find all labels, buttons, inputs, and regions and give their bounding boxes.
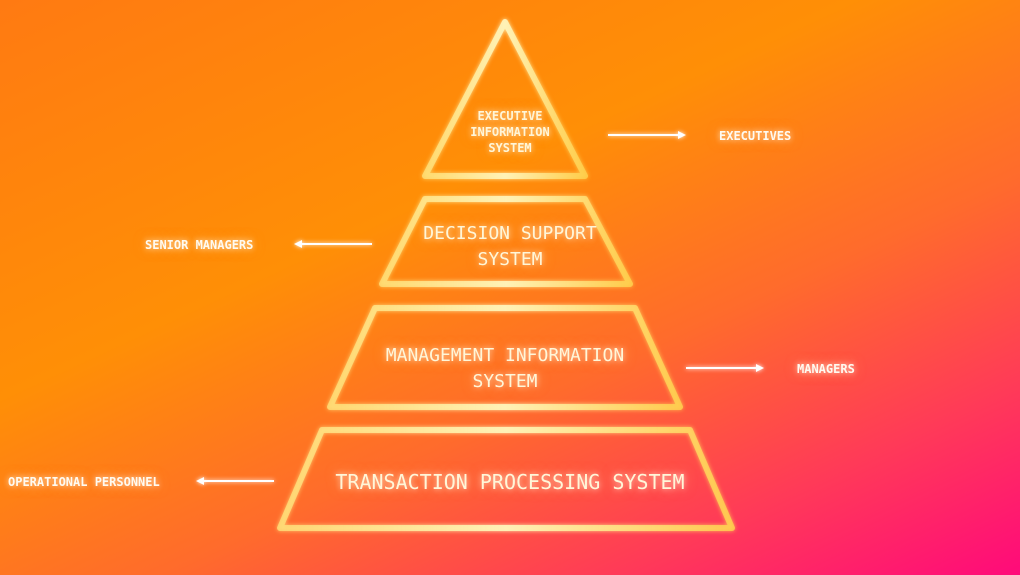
tier-executive-line-2: INFORMATION bbox=[470, 125, 550, 140]
tier-decision-support-shape bbox=[379, 196, 633, 287]
tier-executive-line-3: SYSTEM bbox=[488, 141, 532, 156]
tier-management-info-line-2: SYSTEM bbox=[472, 371, 538, 393]
role-managers: MANAGERS bbox=[797, 362, 855, 376]
arrow-to-senior-managers bbox=[294, 240, 372, 248]
tier-transaction-processing-shape bbox=[277, 427, 735, 531]
tier-transaction-processing-label: TRANSACTION PROCESSING SYSTEM bbox=[290, 469, 730, 496]
tier-decision-support-label: DECISION SUPPORT SYSTEM bbox=[390, 221, 630, 273]
arrow-to-executives bbox=[608, 131, 686, 139]
tier-decision-support-line-1: DECISION SUPPORT bbox=[423, 223, 597, 244]
tier-transaction-processing-line-1: TRANSACTION PROCESSING SYSTEM bbox=[335, 470, 685, 494]
tier-management-info-line-1: MANAGEMENT INFORMATION bbox=[385, 345, 625, 366]
arrow-to-managers bbox=[686, 364, 764, 372]
tier-executive-line-1: EXECUTIVE bbox=[477, 109, 543, 123]
role-executives: EXECUTIVES bbox=[719, 129, 792, 143]
tier-management-info-shape bbox=[327, 305, 683, 410]
role-senior-managers: SENIOR MANAGERS bbox=[145, 238, 254, 252]
tier-decision-support-line-2: SYSTEM bbox=[477, 249, 543, 271]
tier-executive-label: EXECUTIVE INFORMATION SYSTEM bbox=[430, 108, 590, 157]
tier-executive-shape bbox=[422, 19, 588, 179]
role-operational-personnel: OPERATIONAL PERSONNEL bbox=[8, 475, 160, 489]
tier-management-info-label: MANAGEMENT INFORMATION SYSTEM bbox=[345, 343, 665, 395]
arrow-to-operational-personnel bbox=[196, 477, 274, 485]
